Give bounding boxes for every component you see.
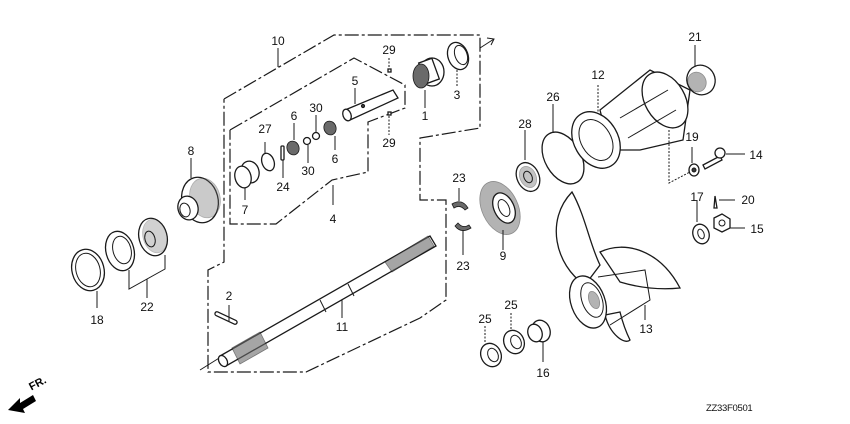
callout-7: 7 bbox=[241, 203, 249, 217]
part-12-bearing-holder[interactable] bbox=[562, 64, 697, 177]
part-22-bearing[interactable] bbox=[101, 215, 171, 274]
callout-21: 21 bbox=[688, 30, 702, 44]
part-27-ring[interactable] bbox=[259, 151, 276, 172]
part-7-cam[interactable] bbox=[232, 159, 261, 190]
callout-4: 4 bbox=[329, 212, 337, 226]
callout-9: 9 bbox=[499, 249, 507, 263]
part-11-shaft[interactable] bbox=[217, 235, 437, 368]
callout-28: 28 bbox=[518, 117, 532, 131]
callout-12: 12 bbox=[591, 68, 605, 82]
callout-22: 22 bbox=[140, 300, 154, 314]
part-30a-ball[interactable] bbox=[311, 131, 321, 141]
leader-12-to-19 bbox=[668, 130, 691, 184]
part-28-bearing[interactable] bbox=[512, 159, 545, 195]
callout-30a: 30 bbox=[309, 101, 323, 115]
callout-25a: 25 bbox=[478, 312, 492, 326]
part-25a-seal[interactable] bbox=[477, 340, 505, 370]
frame-arrow-line bbox=[479, 38, 495, 49]
callout-23b: 23 bbox=[456, 259, 470, 273]
part-8-gear[interactable] bbox=[175, 173, 224, 227]
part-16-bushing[interactable] bbox=[525, 318, 553, 345]
part-29a-pin[interactable] bbox=[387, 68, 392, 73]
callout-15: 15 bbox=[750, 222, 764, 236]
part-6b-spring[interactable] bbox=[322, 119, 338, 136]
part-29b-pin[interactable] bbox=[387, 111, 392, 116]
frame-arrow-head bbox=[486, 37, 495, 46]
callout-19: 19 bbox=[685, 130, 699, 144]
part-9-bevel-gear[interactable] bbox=[472, 175, 528, 241]
callout-6b: 6 bbox=[331, 152, 339, 166]
part-14-bolt[interactable] bbox=[702, 147, 726, 170]
part-13-propeller[interactable] bbox=[555, 190, 682, 342]
part-23a-ring[interactable] bbox=[451, 201, 469, 211]
callout-27: 27 bbox=[258, 122, 272, 136]
callout-20: 20 bbox=[741, 193, 755, 207]
callout-8: 8 bbox=[187, 144, 195, 158]
callout-25b: 25 bbox=[504, 298, 518, 312]
part-19-washer-hole bbox=[691, 167, 697, 173]
callout-3: 3 bbox=[453, 88, 461, 102]
callout-14: 14 bbox=[749, 148, 763, 162]
callout-29a: 29 bbox=[382, 43, 396, 57]
callout-5: 5 bbox=[351, 74, 359, 88]
callout-6a: 6 bbox=[290, 109, 298, 123]
callout-17: 17 bbox=[690, 190, 704, 204]
part-15-nut[interactable] bbox=[713, 213, 731, 233]
part-20-cotter-pin[interactable] bbox=[713, 195, 718, 209]
part-23b-ring[interactable] bbox=[454, 222, 472, 231]
part-2-key[interactable] bbox=[214, 311, 238, 325]
part-1-clutch[interactable] bbox=[412, 57, 445, 89]
callout-23a: 23 bbox=[452, 171, 466, 185]
callout-18: 18 bbox=[90, 313, 104, 327]
part-6a-spring[interactable] bbox=[285, 139, 301, 156]
frame-assembly-4 bbox=[229, 57, 406, 225]
callout-16: 16 bbox=[536, 366, 550, 380]
callout-26: 26 bbox=[546, 90, 560, 104]
part-17-washer[interactable] bbox=[690, 222, 712, 246]
part-17-washer-hole bbox=[697, 228, 705, 240]
callout-13: 13 bbox=[639, 322, 653, 336]
front-arrow-icon bbox=[8, 395, 36, 413]
part-5-shift-shaft[interactable] bbox=[341, 89, 399, 122]
callout-2: 2 bbox=[225, 289, 233, 303]
frame-assembly-10 bbox=[207, 34, 481, 373]
callout-1: 1 bbox=[421, 109, 429, 123]
diagram-code: ZZ33F0501 bbox=[706, 403, 753, 414]
callout-10: 10 bbox=[271, 34, 285, 48]
callout-11: 11 bbox=[335, 320, 349, 334]
part-3-ring[interactable] bbox=[444, 39, 472, 72]
part-18-ring[interactable] bbox=[67, 246, 109, 295]
callout-29b: 29 bbox=[382, 136, 396, 150]
callout-24: 24 bbox=[276, 180, 290, 194]
part-25b-seal[interactable] bbox=[500, 327, 528, 357]
part-24-pin[interactable] bbox=[280, 145, 285, 161]
part-30b-ball[interactable] bbox=[302, 136, 312, 146]
callout-30b: 30 bbox=[301, 164, 315, 178]
